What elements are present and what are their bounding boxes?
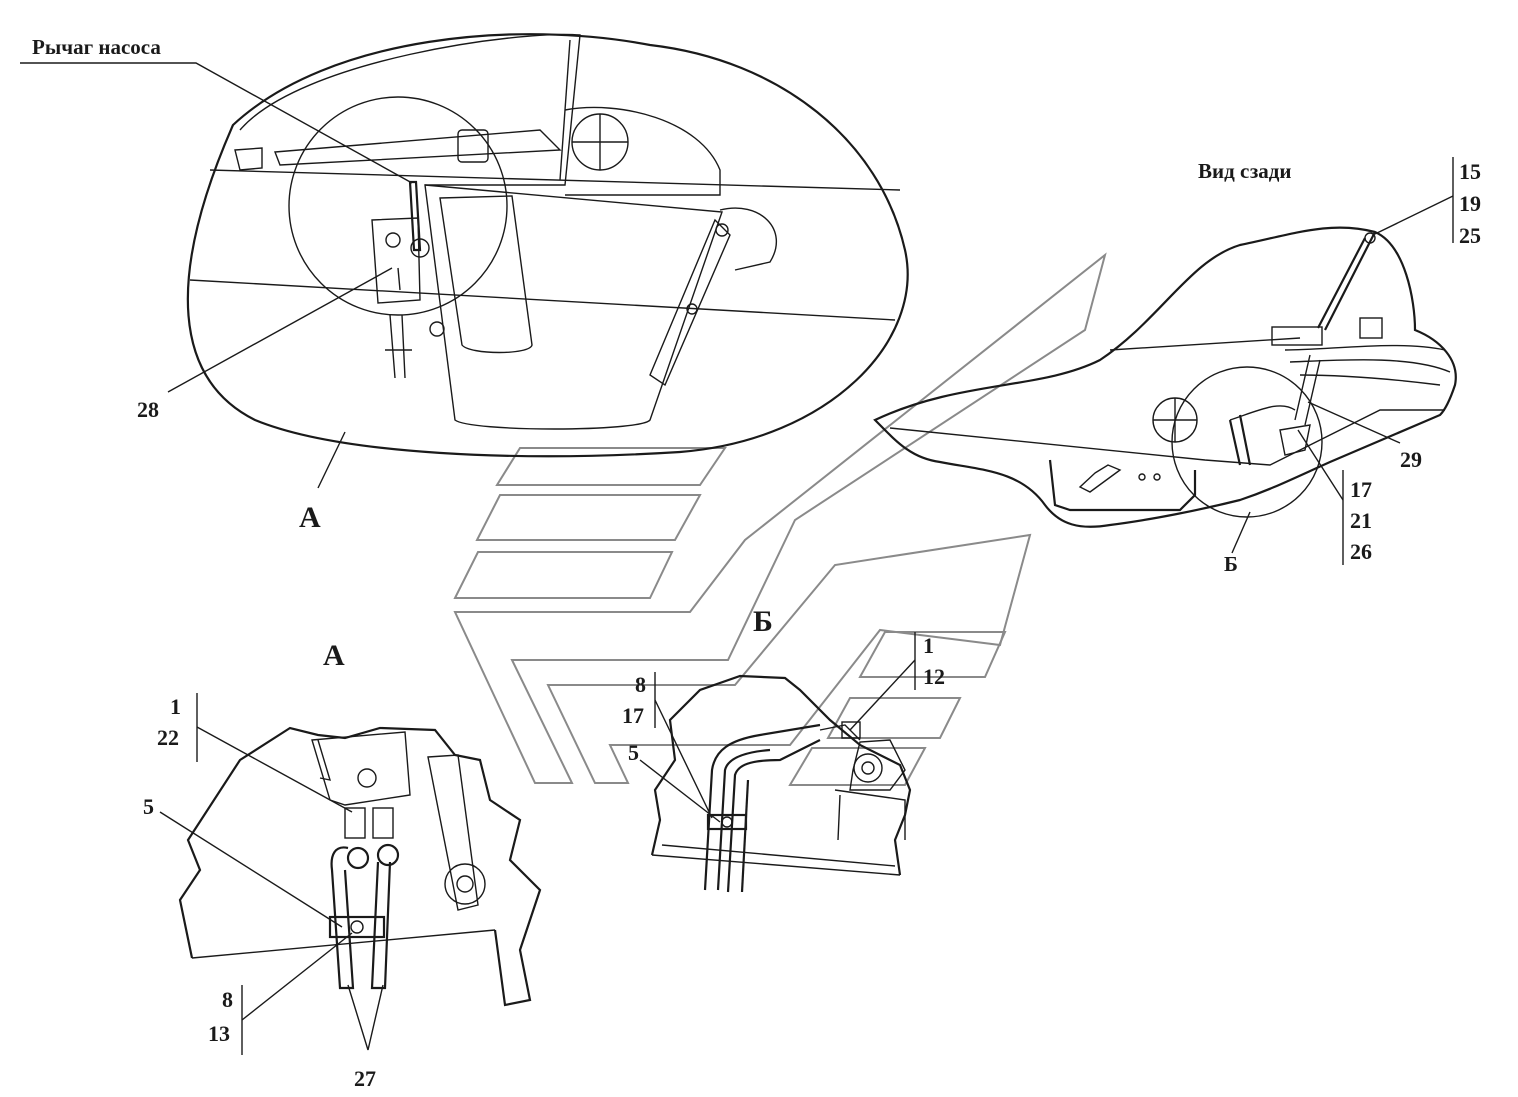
detail-b-title: Б	[753, 605, 773, 638]
view-a-callouts	[20, 62, 413, 489]
detail-b-callouts	[639, 632, 916, 823]
detail-b-drawing	[650, 674, 912, 893]
callout-17-b: 17	[622, 703, 644, 728]
detail-a-drawing	[178, 726, 542, 1007]
callout-12: 12	[923, 664, 945, 689]
detail-a-title: А	[323, 639, 345, 672]
callout-13: 13	[208, 1021, 230, 1046]
callout-25: 25	[1459, 223, 1481, 248]
callout-8: 8	[222, 987, 233, 1012]
callout-21: 21	[1350, 508, 1372, 533]
callout-15: 15	[1459, 159, 1481, 184]
callout-5-b: 5	[628, 740, 639, 765]
rear-view-title: Вид сзади	[1198, 159, 1292, 183]
callout-28: 28	[137, 397, 159, 422]
callout-8-b: 8	[635, 672, 646, 697]
callout-1: 1	[170, 694, 181, 719]
detail-a-callouts	[159, 693, 384, 1055]
view-a-drawing	[186, 33, 909, 458]
circle-b-label: Б	[1224, 552, 1238, 576]
pump-lever-callout: Рычаг насоса	[32, 35, 161, 59]
callout-29: 29	[1400, 447, 1422, 472]
callout-26: 26	[1350, 539, 1372, 564]
rear-view-drawing	[873, 226, 1457, 528]
watermark	[453, 252, 1107, 786]
circle-a-label: А	[299, 501, 321, 534]
rear-view-callouts	[1231, 157, 1454, 565]
callout-17: 17	[1350, 477, 1372, 502]
callout-22: 22	[157, 725, 179, 750]
callout-5: 5	[143, 794, 154, 819]
callout-27: 27	[354, 1066, 376, 1091]
callout-19: 19	[1459, 191, 1481, 216]
callout-1-b: 1	[923, 633, 934, 658]
